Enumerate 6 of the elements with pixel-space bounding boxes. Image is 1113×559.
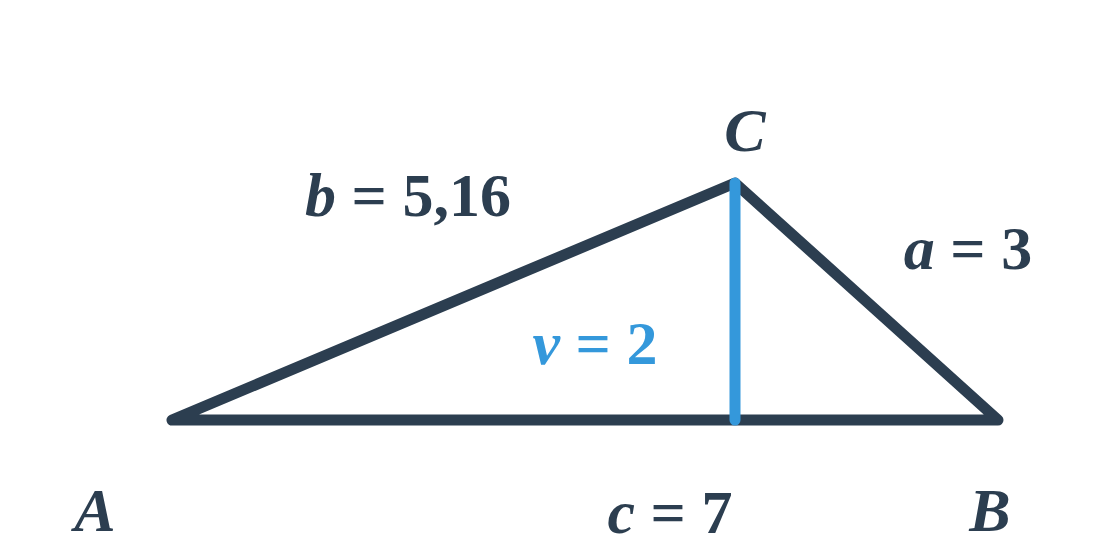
height-label: v = 2: [532, 312, 658, 374]
vertex-label: B: [969, 479, 1011, 541]
side-label: a = 3: [903, 217, 1033, 279]
vertex-label: C: [724, 99, 766, 161]
side-label: c = 7: [607, 481, 733, 543]
side-label: b = 5,16: [305, 164, 511, 226]
